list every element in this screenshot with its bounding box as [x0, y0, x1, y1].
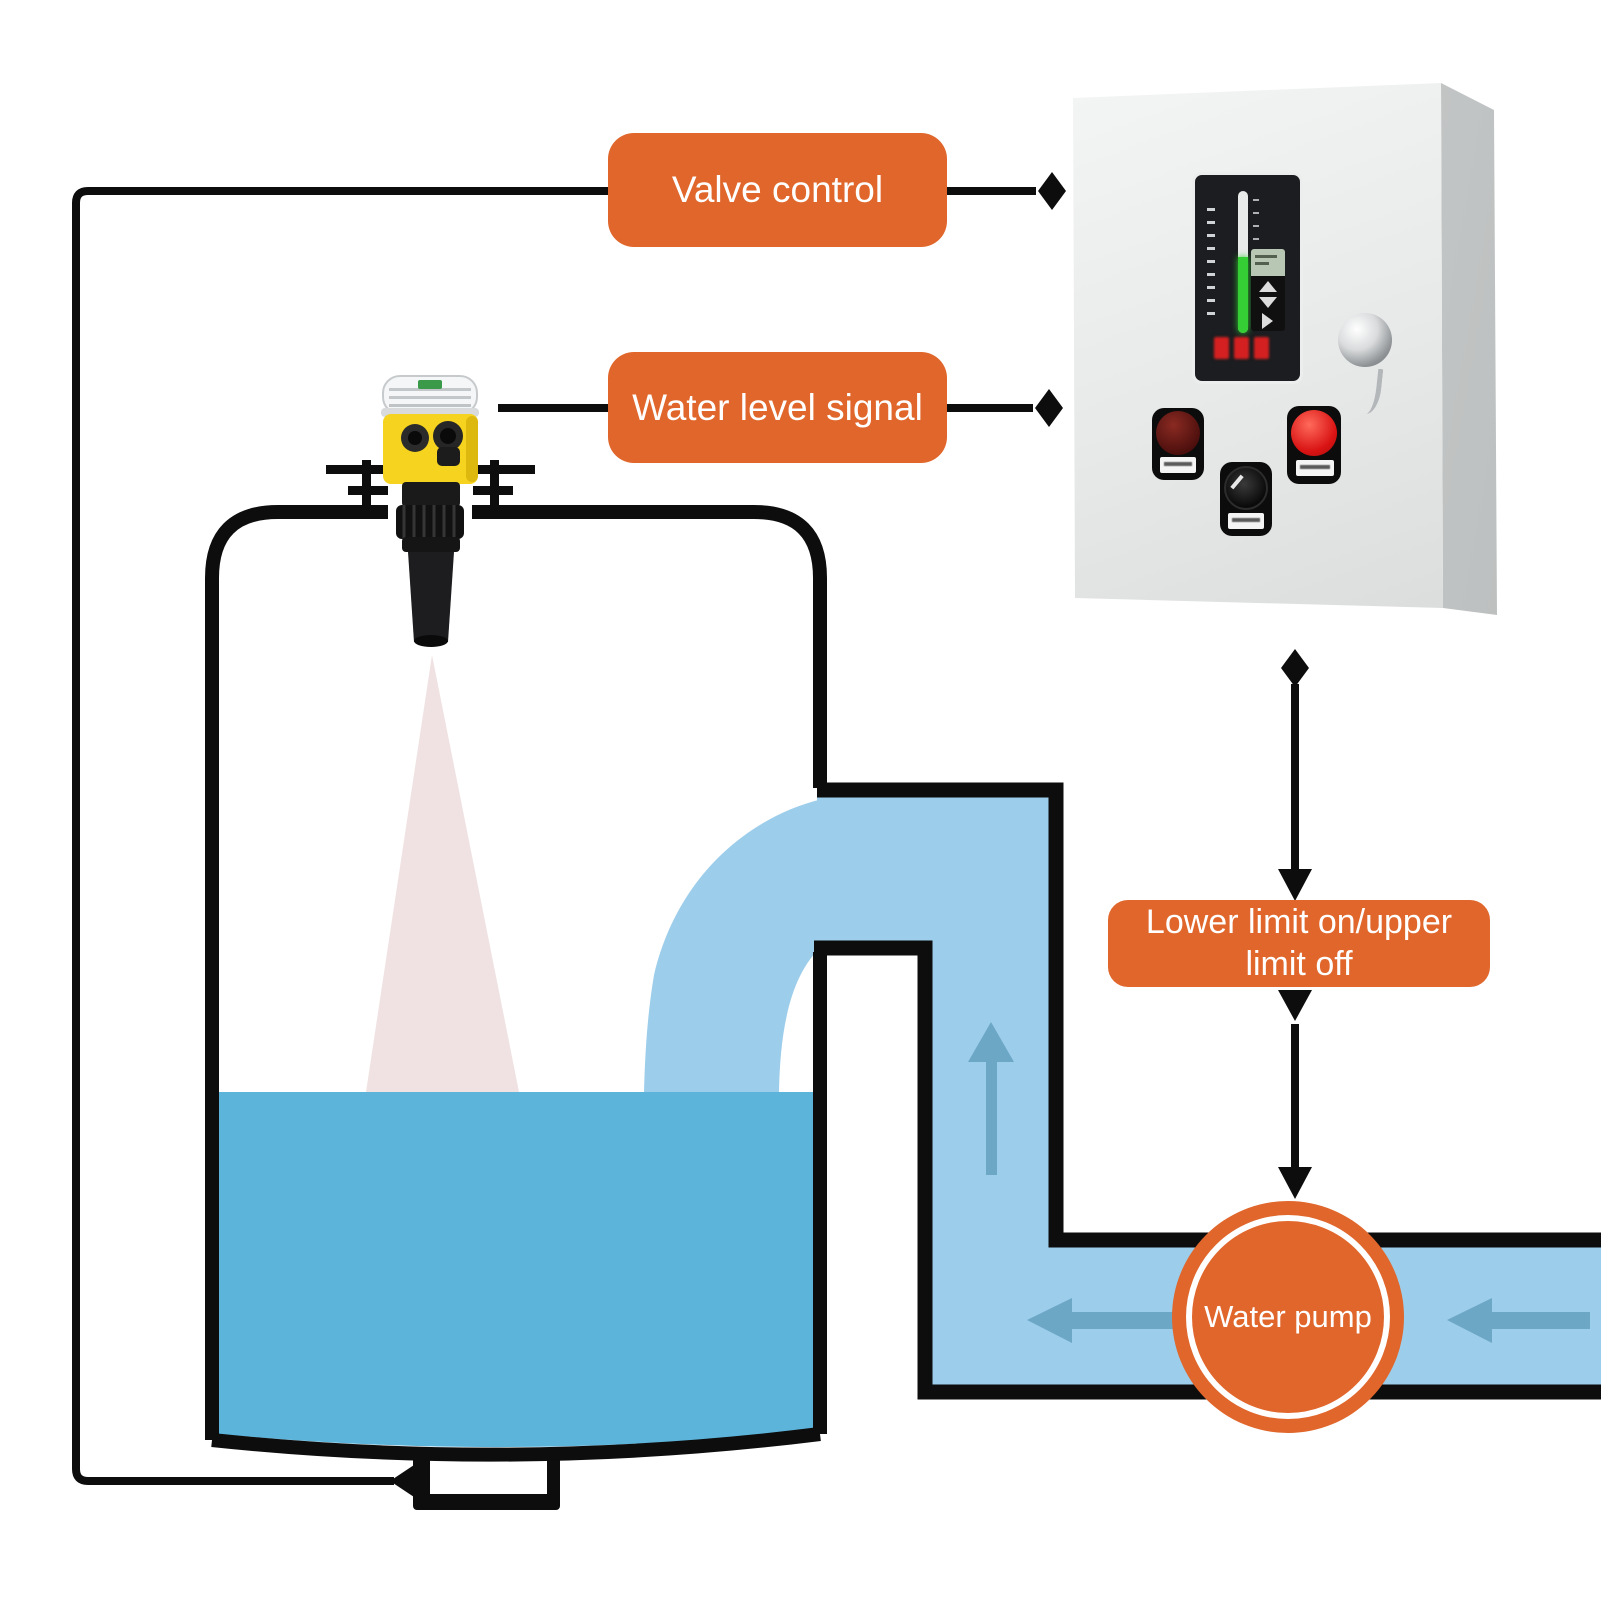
- tank-water: [219, 1092, 813, 1448]
- tank-outline: [205, 505, 827, 1462]
- scale-tick: [1207, 312, 1215, 315]
- ultrasonic-beam: [366, 655, 519, 1092]
- indicator-lamp-unit: [1287, 406, 1341, 484]
- scale-tick: [1207, 247, 1215, 250]
- left-arrow-icon: [1027, 1298, 1183, 1343]
- scale-tick: [1207, 299, 1215, 302]
- controller-module: [1251, 249, 1285, 331]
- level-gauge-track: [1238, 191, 1248, 333]
- scale-tick: [1207, 208, 1215, 211]
- sensor-led-label: [418, 380, 442, 389]
- cabinet-side-panel: [1441, 83, 1497, 615]
- valve-control-line: [72, 172, 1066, 1501]
- lamp-nameplate: [1296, 460, 1334, 476]
- indicator-lamp-unit: [1152, 408, 1204, 480]
- knob-nameplate: [1228, 513, 1264, 529]
- up-button[interactable]: [1259, 281, 1277, 292]
- valve-control-text: Valve control: [671, 169, 884, 210]
- ultrasonic-sensor: [381, 375, 479, 647]
- flow-arrows: [968, 1022, 1590, 1343]
- water-pump-text: Water pump: [1204, 1299, 1372, 1334]
- down-arrowhead-icon: [1278, 990, 1312, 1021]
- diamond-icon: [1281, 649, 1309, 687]
- scale-tick: [1253, 199, 1259, 201]
- scale-tick: [1253, 212, 1259, 214]
- scale-tick: [1253, 238, 1259, 240]
- water-pump: Water pump: [1172, 1201, 1404, 1433]
- scale-tick: [1207, 260, 1215, 263]
- sensor-horn: [408, 552, 454, 642]
- lamp-nameplate: [1160, 457, 1196, 473]
- lcd-screen: [1251, 249, 1285, 276]
- diamond-icon: [1038, 172, 1066, 210]
- level-controller-display: [1192, 172, 1303, 384]
- key-lock[interactable]: [1338, 313, 1392, 367]
- scale-tick: [1207, 221, 1215, 224]
- selector-knob[interactable]: [1224, 466, 1268, 510]
- pump-ring: [1186, 1215, 1390, 1419]
- scale-tick: [1207, 234, 1215, 237]
- water-level-signal-text: Water level signal: [632, 386, 923, 428]
- valve-control-label: Valve control: [608, 133, 947, 247]
- sensor-body: [383, 414, 478, 484]
- alarm-indicator-lamp: [1291, 410, 1337, 456]
- seven-segment-readout: [1214, 337, 1278, 361]
- down-arrowhead-icon: [1278, 869, 1312, 901]
- selector-knob-unit: [1220, 462, 1272, 536]
- outlet-flare-icon: [390, 1461, 420, 1501]
- lower-limit-label: Lower limit on/upper limit off: [1108, 900, 1490, 987]
- scale-tick: [1207, 286, 1215, 289]
- power-indicator-lamp: [1156, 411, 1200, 455]
- down-button[interactable]: [1259, 297, 1277, 308]
- lower-limit-text: Lower limit on/upper limit off: [1145, 903, 1453, 983]
- water-level-signal-label: Water level signal: [608, 352, 947, 463]
- waterfall-stream: [644, 799, 822, 1093]
- left-arrow-icon: [1447, 1298, 1590, 1343]
- sensor-mount-bracket: [326, 460, 535, 512]
- control-cabinet: [1060, 70, 1505, 630]
- scale-tick: [1207, 273, 1215, 276]
- pump-control-line: [1278, 649, 1312, 1199]
- level-gauge-fill: [1238, 257, 1248, 333]
- up-arrow-icon: [968, 1022, 1014, 1175]
- enter-button[interactable]: [1262, 313, 1273, 329]
- scale-tick: [1253, 225, 1259, 227]
- down-arrowhead-icon: [1278, 1167, 1312, 1199]
- diamond-icon: [1035, 389, 1063, 427]
